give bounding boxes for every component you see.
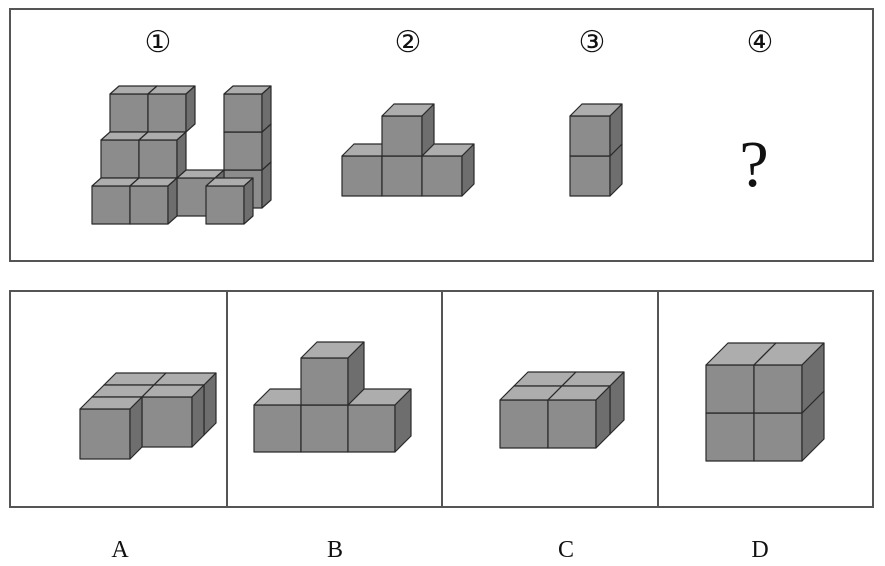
cube-side-face bbox=[461, 143, 475, 197]
unknown-figure-question-mark: ? bbox=[739, 128, 768, 201]
cube-front-face bbox=[109, 93, 149, 133]
cube-side-face bbox=[185, 85, 196, 133]
cube-side-face bbox=[595, 385, 611, 449]
cube-front-face bbox=[381, 155, 423, 197]
cube-front-face bbox=[205, 185, 245, 225]
cube-side-face bbox=[191, 384, 205, 448]
cube-side-face bbox=[167, 177, 178, 225]
figure-3-number: ③ bbox=[579, 26, 606, 59]
cube-front-face bbox=[381, 115, 423, 157]
cube-front-face bbox=[547, 399, 597, 449]
cube-front-face bbox=[100, 139, 140, 179]
cube-front-face bbox=[569, 155, 611, 197]
question-panel bbox=[9, 8, 874, 262]
option-d-label[interactable]: D bbox=[751, 537, 768, 563]
cube-stack-option-c-icon[interactable] bbox=[499, 371, 625, 449]
cube-front-face bbox=[421, 155, 463, 197]
cube-front-face bbox=[705, 412, 755, 462]
cube-front-face bbox=[223, 93, 263, 133]
cube-side-face bbox=[394, 388, 412, 453]
cube-front-face bbox=[569, 115, 611, 157]
cube-stack-figure-2-icon bbox=[341, 103, 475, 197]
cube-front-face bbox=[223, 131, 263, 171]
figure-4-number: ④ bbox=[747, 26, 774, 59]
cube-side-face bbox=[609, 103, 623, 157]
cube-stack-option-a-icon[interactable] bbox=[79, 372, 217, 460]
cube-stack-figure-1-icon bbox=[91, 85, 272, 225]
figure-2-number: ② bbox=[395, 26, 422, 59]
cube-side-face bbox=[421, 103, 435, 157]
cube-stack-option-b-icon[interactable] bbox=[253, 341, 412, 453]
cube-front-face bbox=[300, 357, 349, 406]
cube-front-face bbox=[499, 399, 549, 449]
cube-front-face bbox=[138, 139, 178, 179]
cube-front-face bbox=[253, 404, 302, 453]
cube-front-face bbox=[753, 364, 803, 414]
cube-side-face bbox=[261, 85, 272, 133]
cube-front-face bbox=[347, 404, 396, 453]
cube-side-face bbox=[176, 131, 187, 179]
option-a-label[interactable]: A bbox=[111, 537, 129, 563]
cube-front-face bbox=[91, 185, 131, 225]
cube-front-face bbox=[753, 412, 803, 462]
cube-front-face bbox=[147, 93, 187, 133]
cube-front-face bbox=[79, 408, 131, 460]
cube-side-face bbox=[129, 396, 143, 460]
option-b-label[interactable]: B bbox=[327, 537, 343, 563]
figure-1-number: ① bbox=[145, 26, 172, 59]
cube-front-face bbox=[141, 396, 193, 448]
cube-front-face bbox=[341, 155, 383, 197]
cube-side-face bbox=[243, 177, 254, 225]
option-c-label[interactable]: C bbox=[558, 537, 574, 563]
cube-front-face bbox=[705, 364, 755, 414]
cube-stack-option-d-icon[interactable] bbox=[705, 342, 825, 462]
cube-stack-figure-3-icon bbox=[569, 103, 623, 197]
cube-side-face bbox=[801, 342, 825, 414]
cube-side-face bbox=[347, 341, 365, 406]
cube-front-face bbox=[300, 404, 349, 453]
cube-front-face bbox=[129, 185, 169, 225]
